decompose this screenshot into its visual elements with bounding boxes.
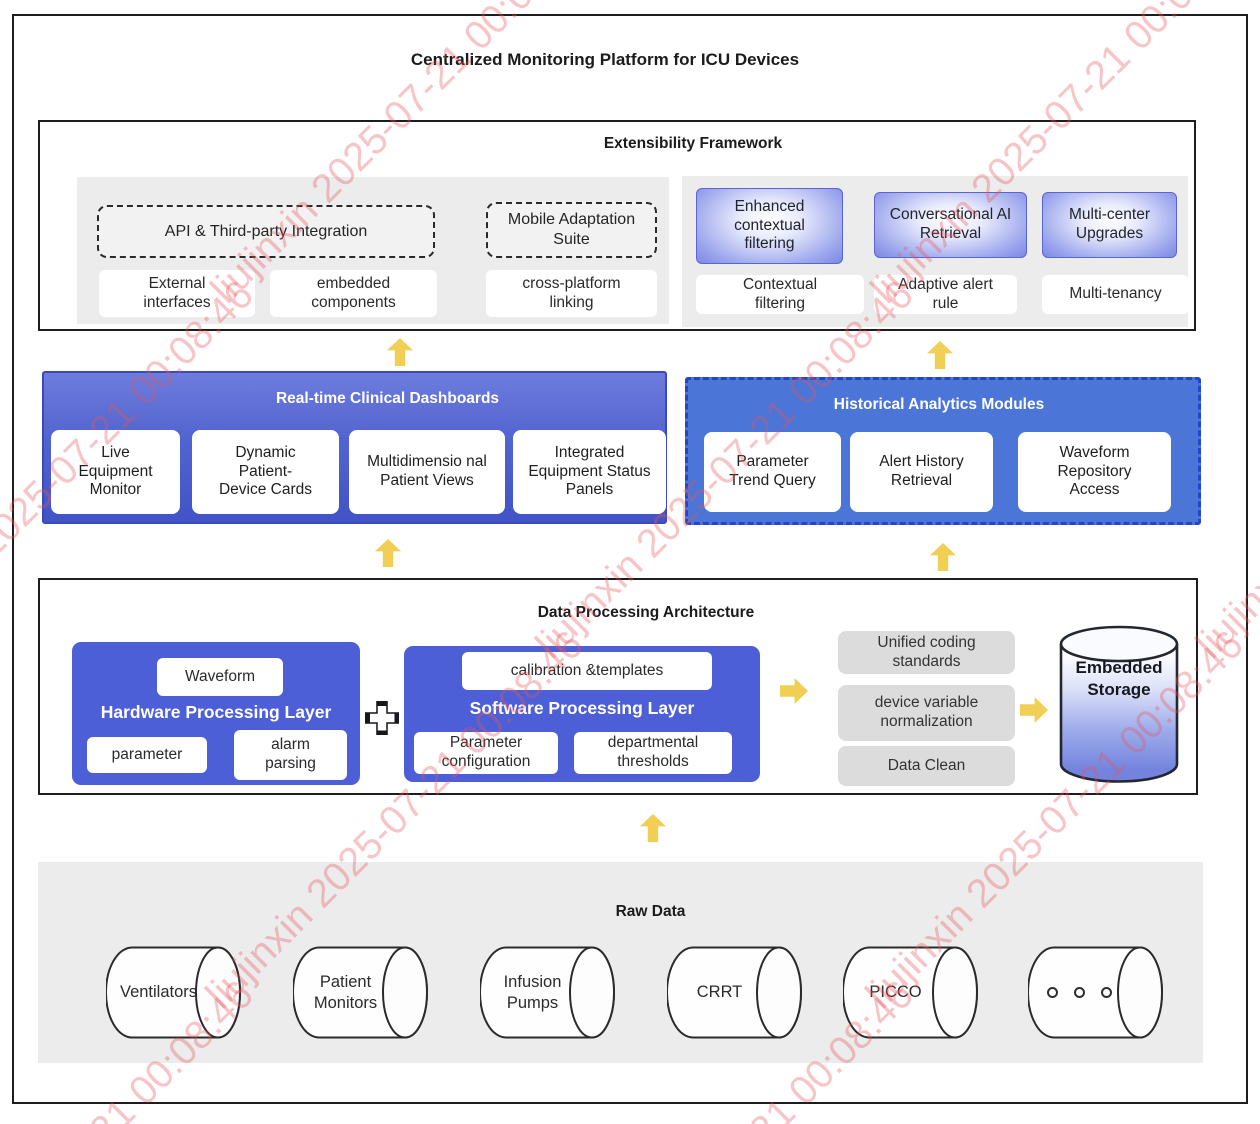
more-devices-dots — [1028, 945, 1131, 1040]
analytics-title: Historical Analytics Modules — [833, 396, 1045, 413]
multi-tenancy-box: Multi-tenancy — [1042, 275, 1189, 314]
embedded-storage-label: Embedded Storage — [1075, 658, 1163, 700]
device-cylinder-icon — [479, 946, 615, 1039]
live-equipment-monitor-box: Live Equipment Monitor — [51, 430, 180, 514]
integrated-equipment-status-panels-box: Integrated Equipment Status Panels — [513, 430, 666, 514]
hardware-processing-layer: Waveform Hardware Processing Layer param… — [72, 642, 360, 785]
external-interfaces-box: External interfaces — [99, 270, 255, 317]
adaptive-alert-rule-box: Adaptive alert rule — [874, 275, 1017, 314]
parameter-box: parameter — [87, 737, 207, 773]
patient-monitors-label: Patient Monitors — [313, 972, 378, 1012]
device-cylinder-icon — [842, 946, 978, 1039]
parameter-trend-query-box: Parameter Trend Query — [704, 432, 841, 512]
device-cylinder-icon — [1027, 946, 1163, 1039]
device-cylinder-icon — [666, 946, 802, 1039]
ventilators-cylinder: Ventilators — [105, 945, 243, 1040]
database-cylinder-icon — [1059, 625, 1179, 783]
crrt-cylinder: CRRT — [666, 945, 804, 1040]
realtime-dashboards-section: Real-time Clinical Dashboards Live Equip… — [42, 371, 667, 524]
waveform-repository-access-box: Waveform Repository Access — [1018, 432, 1171, 512]
picco-cylinder: PICCO — [842, 945, 980, 1040]
raw-data-section: Raw Data Ventilators Patient Monitors In… — [38, 862, 1203, 1063]
patient-monitors-cylinder: Patient Monitors — [292, 945, 430, 1040]
ventilators-label: Ventilators — [119, 983, 198, 1002]
alert-history-retrieval-box: Alert History Retrieval — [850, 432, 993, 512]
calibration-templates-box: calibration &templates — [462, 652, 712, 690]
extensibility-title: Extensibility Framework — [603, 135, 783, 152]
departmental-thresholds-box: departmental thresholds — [574, 732, 732, 774]
multidimensional-patient-views-box: Multidimensio nal Patient Views — [349, 430, 505, 514]
plus-icon-fill — [369, 705, 395, 731]
extensibility-framework-section: Extensibility Framework API & Third-part… — [38, 120, 1196, 331]
mobile-adaptation-suite-box: Mobile Adaptation Suite — [486, 202, 657, 258]
historical-analytics-section: Historical Analytics Modules Parameter T… — [685, 377, 1201, 525]
device-cylinder-icon — [105, 946, 241, 1039]
hardware-layer-title: Hardware Processing Layer — [100, 702, 332, 722]
multi-center-upgrades-box: Multi-center Upgrades — [1042, 192, 1177, 258]
alarm-parsing-box: alarm parsing — [234, 730, 347, 780]
picco-label: PICCO — [869, 983, 922, 1002]
integration-panel: API & Third-party Integration Mobile Ada… — [77, 177, 669, 324]
diagram-title: Centralized Monitoring Platform for ICU … — [410, 50, 800, 69]
embedded-storage-cylinder: Embedded Storage — [1059, 625, 1179, 784]
arrow-right-icon — [780, 678, 808, 704]
embedded-components-box: embedded components — [270, 270, 437, 317]
dynamic-patient-device-cards-box: Dynamic Patient-Device Cards — [192, 430, 339, 514]
plus-icon — [365, 701, 399, 735]
crrt-label: CRRT — [696, 983, 743, 1002]
cross-platform-linking-box: cross-platform linking — [486, 270, 657, 317]
dashboards-title: Real-time Clinical Dashboards — [275, 390, 500, 407]
software-processing-layer: calibration &templates Software Processi… — [404, 646, 760, 782]
unified-coding-standards-box: Unified coding standards — [838, 631, 1015, 674]
data-clean-box: Data Clean — [838, 746, 1015, 786]
platform-outer-border — [12, 14, 1248, 1104]
arrow-right-icon — [1020, 697, 1048, 723]
more-devices-cylinder — [1027, 945, 1165, 1040]
enhanced-contextual-filtering-box: Enhanced contextual filtering — [696, 188, 843, 264]
contextual-filtering-box: Contextual filtering — [696, 275, 864, 314]
software-layer-title: Software Processing Layer — [469, 698, 695, 718]
device-variable-normalization-box: device variable normalization — [838, 685, 1015, 741]
waveform-box: Waveform — [157, 658, 283, 696]
parameter-configuration-box: Parameter configuration — [414, 732, 558, 774]
api-third-party-integration-box: API & Third-party Integration — [97, 205, 435, 258]
conversational-ai-retrieval-box: Conversational AI Retrieval — [874, 192, 1027, 258]
raw-data-title: Raw Data — [615, 903, 686, 920]
capability-panel: Enhanced contextual filtering Conversati… — [682, 176, 1189, 327]
data-processing-section: Data Processing Architecture Waveform Ha… — [38, 578, 1198, 795]
infusion-pumps-cylinder: Infusion Pumps — [479, 945, 617, 1040]
device-cylinder-icon — [292, 946, 428, 1039]
infusion-pumps-label: Infusion Pumps — [503, 972, 562, 1012]
data-processing-title: Data Processing Architecture — [537, 604, 755, 621]
